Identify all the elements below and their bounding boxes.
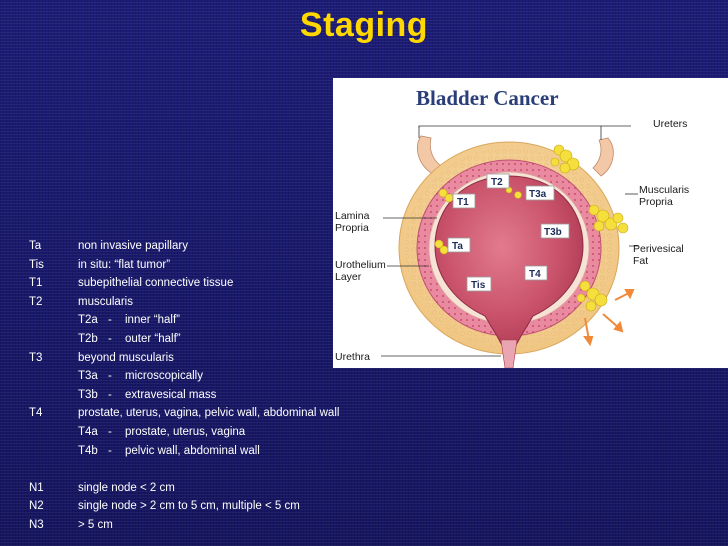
figure-title: Bladder Cancer xyxy=(416,86,559,110)
staging-row-t3b: T3b - extravesical mass xyxy=(29,386,449,405)
staging-row-t4: T4 prostate, uterus, vagina, pelvic wall… xyxy=(29,404,449,423)
stage-desc: subepithelial connective tissue xyxy=(78,277,234,290)
node-desc: > 5 cm xyxy=(78,518,113,531)
stage-tag-t2: T2 xyxy=(486,173,510,189)
stage-tag-t3b: T3b xyxy=(540,223,570,239)
bladder-cancer-figure: Bladder Cancer xyxy=(333,78,728,368)
urethra xyxy=(500,339,518,368)
stage-tag-ta-text: Ta xyxy=(452,241,463,252)
stage-code: T4 xyxy=(29,407,43,420)
stage-tag-t1: T1 xyxy=(452,193,476,209)
staging-list: Ta non invasive papillary Tis in situ: “… xyxy=(29,237,449,535)
substage-code: T3b xyxy=(78,388,98,401)
staging-row-t3a: T3a - microscopically xyxy=(29,367,449,386)
stage-tag-t4-text: T4 xyxy=(529,269,541,280)
stage-code: T1 xyxy=(29,277,43,290)
stage-desc: muscularis xyxy=(78,295,133,308)
section-gap xyxy=(29,460,449,479)
substage-separator: - xyxy=(108,388,112,401)
substage-separator: - xyxy=(108,425,112,438)
label-urothelium-2: Layer xyxy=(335,271,362,283)
node-desc: single node > 2 cm to 5 cm, multiple < 5… xyxy=(78,500,300,513)
label-muscularis-propria-2: Propria xyxy=(639,196,673,208)
substage-desc: inner “half” xyxy=(125,314,180,327)
stage-desc: non invasive papillary xyxy=(78,240,188,252)
substage-separator: - xyxy=(108,314,112,327)
substage-separator: - xyxy=(108,444,112,457)
substage-code: T2b xyxy=(78,332,98,345)
node-code: N3 xyxy=(29,518,44,531)
node-code: N1 xyxy=(29,481,44,494)
substage-code: T3a xyxy=(78,370,98,383)
stage-tag-ta: Ta xyxy=(447,237,471,253)
stage-code: T3 xyxy=(29,351,43,364)
staging-row-n3: N3 > 5 cm xyxy=(29,516,449,535)
staging-row-n1: N1 single node < 2 cm xyxy=(29,479,449,498)
substage-desc: pelvic wall, abdominal wall xyxy=(125,444,260,457)
staging-row-t4b: T4b - pelvic wall, abdominal wall xyxy=(29,442,449,461)
label-leaders xyxy=(381,125,638,357)
label-lamina-propria-2: Propria xyxy=(335,222,369,234)
staging-row-n2: N2 single node > 2 cm to 5 cm, multiple … xyxy=(29,497,449,516)
stage-desc: beyond muscularis xyxy=(78,351,174,364)
staging-row-ta: Ta non invasive papillary xyxy=(29,237,449,256)
staging-row-t2: T2 muscularis xyxy=(29,293,449,312)
substage-code: T4b xyxy=(78,444,98,457)
stage-tag-t3a: T3a xyxy=(525,185,555,201)
staging-row-t2a: T2a - inner “half” xyxy=(29,311,449,330)
substage-desc: prostate, uterus, vagina xyxy=(125,425,246,438)
label-perivesical-fat-1: Perivesical xyxy=(633,243,684,255)
label-muscularis-propria-1: Muscularis xyxy=(639,184,689,196)
staging-row-t1: T1 subepithelial connective tissue xyxy=(29,274,449,293)
stage-tag-t3a-text: T3a xyxy=(529,189,547,200)
stage-tag-t3b-text: T3b xyxy=(544,227,562,238)
stage-tag-tis: Tis xyxy=(466,276,492,292)
stage-code: Ta xyxy=(29,240,42,252)
staging-row-t2b: T2b - outer “half” xyxy=(29,330,449,349)
stage-tag-tis-text: Tis xyxy=(471,280,486,291)
node-desc: single node < 2 cm xyxy=(78,481,175,494)
label-ureters: Ureters xyxy=(653,118,687,130)
label-urothelium-1: Urothelium xyxy=(335,259,386,271)
slide-title: Staging xyxy=(299,6,429,44)
stage-code: Tis xyxy=(29,258,44,271)
substage-separator: - xyxy=(108,332,112,345)
stage-tag-t1-text: T1 xyxy=(457,197,469,208)
stage-desc: prostate, uterus, vagina, pelvic wall, a… xyxy=(78,407,340,420)
stage-tag-t2-text: T2 xyxy=(491,177,503,188)
bladder-diagram: Bladder Cancer xyxy=(335,86,689,368)
staging-row-tis: Tis in situ: “flat tumor” xyxy=(29,256,449,275)
stage-code: T2 xyxy=(29,295,43,308)
right-ureter xyxy=(592,137,614,177)
stage-desc: in situ: “flat tumor” xyxy=(78,258,171,271)
label-lamina-propria-1: Lamina xyxy=(335,210,370,222)
staging-row-t4a: T4a - prostate, uterus, vagina xyxy=(29,423,449,442)
stage-tag-t4: T4 xyxy=(524,265,548,281)
invasion-arrows xyxy=(583,289,635,347)
substage-code: T2a xyxy=(78,314,98,327)
tumor-clusters xyxy=(434,144,629,312)
substage-code: T4a xyxy=(78,425,98,438)
substage-desc: outer “half” xyxy=(125,332,181,345)
node-code: N2 xyxy=(29,500,44,513)
substage-desc: microscopically xyxy=(125,370,203,383)
substage-separator: - xyxy=(108,370,112,383)
label-perivesical-fat-2: Fat xyxy=(633,255,648,267)
label-urethra: Urethra xyxy=(335,351,370,363)
substage-desc: extravesical mass xyxy=(125,388,217,401)
staging-row-t3: T3 beyond muscularis xyxy=(29,349,449,368)
